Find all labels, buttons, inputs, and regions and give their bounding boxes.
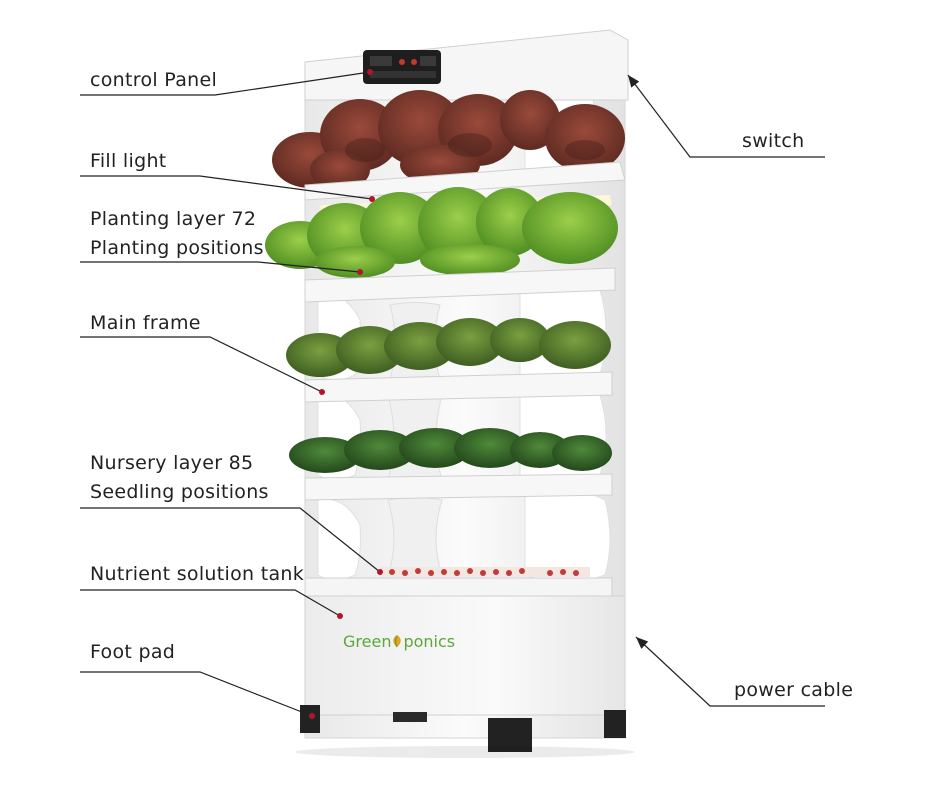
label-power-cable: power cable [734, 679, 854, 701]
leader-power-cable [635, 636, 825, 707]
leader-switch-arrowhead [628, 75, 640, 88]
label-foot-pad: Foot pad [90, 641, 176, 663]
leader-lines [80, 69, 825, 719]
leader-main-frame [80, 336, 323, 393]
label-switch: switch [742, 130, 805, 152]
control-panel-screen [363, 50, 441, 84]
leaf-icon [391, 633, 403, 648]
brand-part2: ponics [403, 632, 456, 651]
label-main-frame: Main frame [90, 312, 201, 334]
leader-foot-pad-dot [309, 713, 315, 719]
label-planting-layer-line2: Planting positions [90, 237, 264, 259]
leader-nutrient-tank-dot [337, 613, 343, 619]
leader-planting-layer [80, 261, 361, 273]
brand-logo: Green ponics [343, 632, 455, 651]
leader-main-frame-dot [319, 389, 325, 395]
leader-fill-light [80, 175, 373, 200]
leader-fill-light-dot [369, 196, 375, 202]
leader-planting-layer-dot [357, 269, 363, 275]
layer-1-red-lettuce [272, 90, 626, 201]
leader-nursery-layer [80, 507, 381, 573]
label-nursery-layer-line2: Seedling positions [90, 481, 269, 503]
label-nursery-layer-line1: Nursery layer 85 [90, 452, 254, 474]
label-nutrient-tank: Nutrient solution tank [90, 563, 305, 585]
leader-power-cable-arrowhead [636, 637, 649, 649]
leader-foot-pad [80, 671, 313, 717]
label-planting-layer-line1: Planting layer 72 [90, 208, 257, 230]
leader-switch [627, 74, 825, 158]
top-cap [304, 29, 629, 101]
label-fill-light: Fill light [90, 150, 167, 172]
leader-nutrient-tank [80, 589, 341, 617]
nutrient-tank-body [304, 595, 626, 716]
foot-pads [295, 705, 635, 758]
leader-control-panel [80, 71, 371, 96]
layer-3-butter-lettuce [286, 318, 613, 403]
layer-4-seedlings [289, 428, 613, 501]
leader-nursery-layer-dot [377, 569, 383, 575]
layer-2-green-lettuce [265, 187, 618, 303]
brand-part1: Green [343, 632, 392, 651]
label-control-panel: control Panel [90, 69, 218, 91]
leader-control-panel-dot [367, 69, 373, 75]
